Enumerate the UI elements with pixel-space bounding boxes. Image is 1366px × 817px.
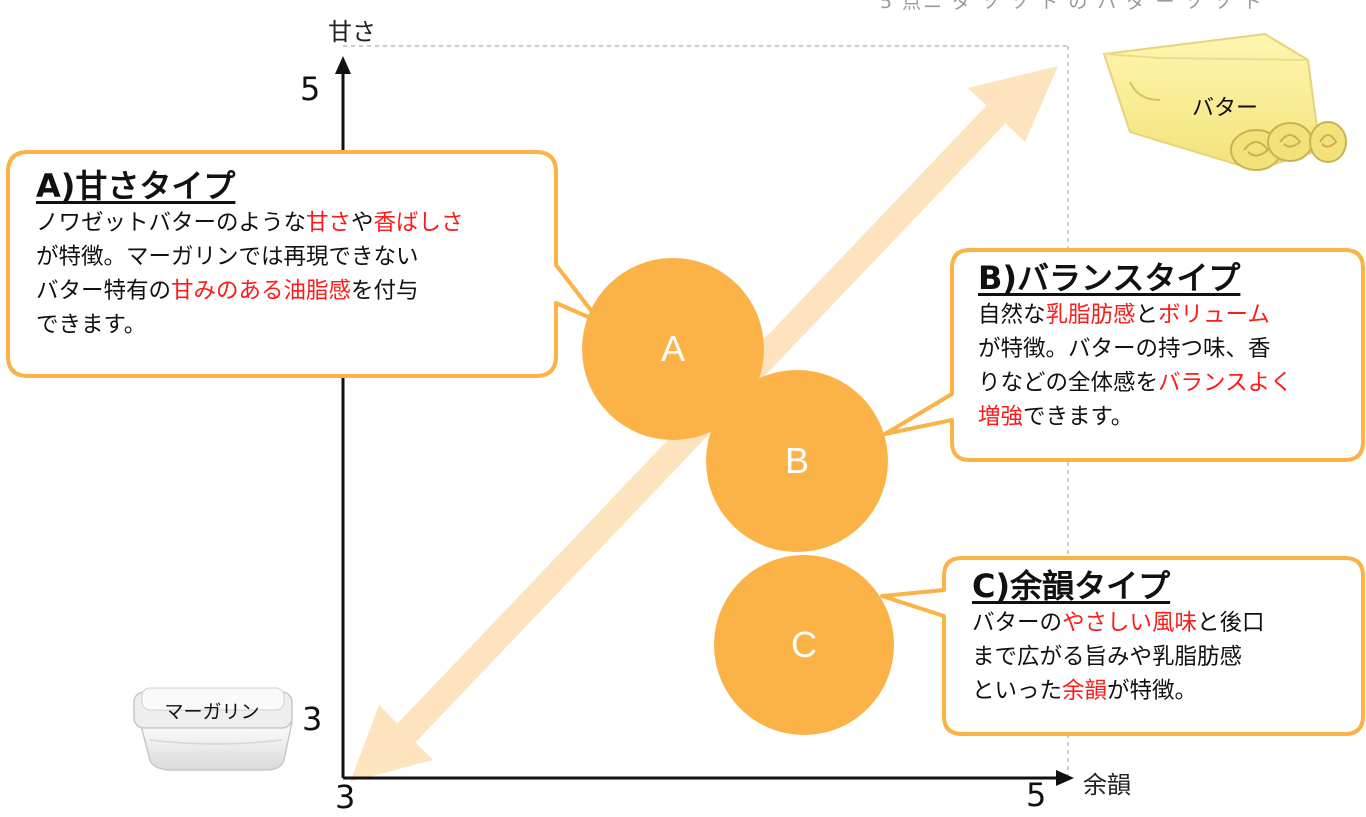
callout-line: 増強できます。 — [978, 400, 1293, 434]
x-axis-arrowhead-icon — [1056, 770, 1074, 786]
body-text: りなどの全体感を — [978, 370, 1159, 396]
x-tick-left: 3 — [335, 778, 356, 816]
cut-off-header-text: 5 点ニ ダ ソ ソ ト の バ ダ ー ソ ソ ト — [880, 0, 1264, 13]
highlight-text: 乳脂肪感 — [1045, 302, 1136, 328]
callout-b-title: B)バランスタイプ — [978, 259, 1241, 297]
margarine-label: マーガリン — [164, 700, 260, 723]
body-text: バター特有の — [36, 278, 172, 304]
callout-a-body: ノワゼットバターのような甘さや香ばしさが特徴。マーガリンでは再現できないバター特… — [36, 206, 464, 342]
callout-b-bubble — [883, 248, 1365, 462]
callout-c-title: C)余韻タイプ — [972, 567, 1171, 605]
circle-c: C — [714, 555, 894, 735]
callout-line: バター特有の甘みのある油脂感を付与 — [36, 274, 464, 308]
body-text: できます。 — [1023, 404, 1134, 430]
x-axis-label: 余韻 — [1083, 771, 1131, 799]
body-text: バターの — [972, 610, 1063, 636]
y-axis-label: 甘さ — [328, 18, 376, 46]
body-text: まで広がる旨みや乳脂肪感 — [972, 644, 1243, 670]
highlight-text: 甘さ — [306, 210, 352, 236]
callout-line: バターのやさしい風味と後口 — [972, 606, 1265, 640]
highlight-text: 甘みのある油脂感 — [171, 278, 352, 304]
body-text: を付与 — [351, 278, 419, 304]
callout-c: C)余韻タイプ バターのやさしい風味と後口まで広がる旨みや乳脂肪感といった余韻が… — [972, 566, 1265, 708]
body-text: といった — [972, 678, 1063, 704]
callout-line: といった余韻が特徴。 — [972, 674, 1265, 708]
callout-line: ノワゼットバターのような甘さや香ばしさ — [36, 206, 464, 240]
callout-line: できます。 — [36, 308, 464, 342]
body-text: できます。 — [36, 312, 147, 338]
highlight-text: ボリューム — [1158, 302, 1270, 328]
margarine-tub-image — [133, 687, 293, 771]
body-text: や — [351, 210, 374, 236]
butter-label: バター — [1191, 96, 1258, 121]
callout-line: まで広がる旨みや乳脂肪感 — [972, 640, 1265, 674]
body-text: と — [1135, 302, 1159, 328]
body-text: が特徴。マーガリンでは再現できない — [36, 244, 419, 270]
y-axis-arrowhead-icon — [335, 56, 351, 74]
callout-line: が特徴。マーガリンでは再現できない — [36, 240, 464, 274]
callout-a: A)甘さタイプ ノワゼットバターのような甘さや香ばしさが特徴。マーガリンでは再現… — [36, 166, 464, 342]
callout-b: B)バランスタイプ 自然な乳脂肪感とボリュームが特徴。バターの持つ味、香りなどの… — [978, 258, 1293, 434]
callout-a-bubble — [6, 150, 602, 378]
highlight-text: 増強 — [978, 404, 1024, 430]
highlight-text: やさしい風味 — [1062, 610, 1198, 636]
callout-c-bubble — [880, 556, 1365, 736]
highlight-text: 香ばしさ — [373, 210, 464, 236]
body-text: と後口 — [1197, 610, 1265, 636]
x-tick-right: 5 — [1026, 776, 1047, 814]
y-tick-top: 5 — [300, 70, 321, 108]
callout-line: 自然な乳脂肪感とボリューム — [978, 298, 1293, 332]
highlight-text: 余韻 — [1062, 678, 1108, 704]
body-text: 自然な — [978, 302, 1046, 328]
callout-line: が特徴。バターの持つ味、香 — [978, 332, 1293, 366]
highlight-text: バランスよく — [1158, 370, 1293, 396]
y-tick-bottom: 3 — [302, 700, 323, 738]
callout-line: りなどの全体感をバランスよく — [978, 366, 1293, 400]
callout-b-body: 自然な乳脂肪感とボリュームが特徴。バターの持つ味、香りなどの全体感をバランスよく… — [978, 298, 1293, 434]
body-text: ノワゼットバターのような — [36, 210, 307, 236]
circle-b: B — [706, 370, 888, 552]
body-text: が特徴。バターの持つ味、香 — [978, 336, 1271, 362]
body-text: が特徴。 — [1107, 678, 1198, 704]
callout-c-body: バターのやさしい風味と後口まで広がる旨みや乳脂肪感といった余韻が特徴。 — [972, 606, 1265, 708]
callout-a-title: A)甘さタイプ — [36, 167, 236, 205]
butter-image — [1102, 32, 1347, 172]
